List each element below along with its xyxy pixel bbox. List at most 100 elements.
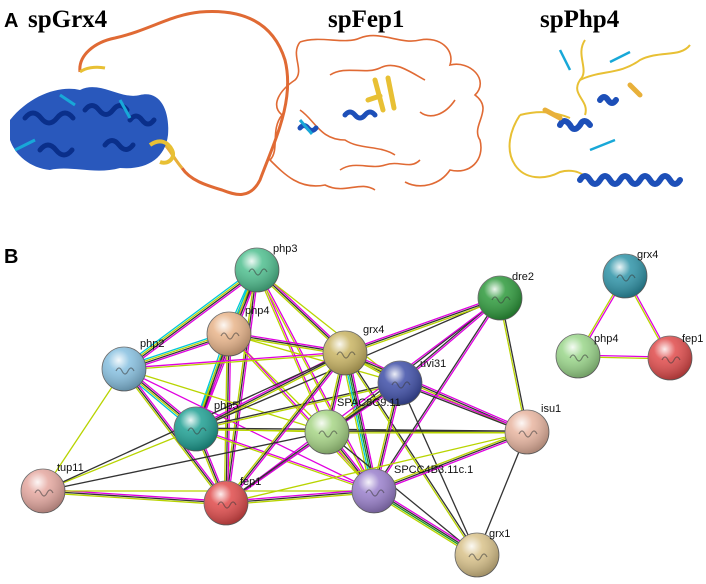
node-shine	[505, 410, 549, 454]
edge-php3-fep1	[225, 269, 258, 504]
node-structure-icon	[248, 268, 268, 276]
node-structure-icon	[318, 430, 338, 438]
network-edges	[42, 267, 529, 558]
edge-uvi31-grx1	[399, 382, 478, 556]
node-php4[interactable]: php4	[206, 305, 269, 357]
node-shine	[323, 331, 367, 375]
edge-dre2-spcc4b3	[374, 298, 502, 492]
edge-php5-uvi31	[195, 381, 400, 429]
node-structure-icon	[491, 296, 511, 304]
node-tup11[interactable]: tup11	[20, 462, 84, 514]
node-structure-icon	[34, 489, 54, 497]
edge-isu1-spcc4b3	[373, 431, 528, 492]
node-structure-icon	[518, 430, 538, 438]
panel-b-letter: B	[4, 246, 18, 268]
edge-php3-spcc4b3	[257, 269, 376, 491]
node-spac8c9-11[interactable]: SPAC8C9.11	[304, 397, 401, 455]
edge-php5-grx4	[195, 352, 346, 430]
small-node-grx4[interactable]: grx4	[602, 249, 658, 299]
node-structure-icon	[220, 332, 240, 340]
node-structure-icon	[468, 553, 488, 561]
edge-isu1-spcc4b3	[373, 429, 527, 491]
node-label: tup11	[57, 462, 84, 474]
node-shine	[102, 347, 146, 391]
node-structure-icon	[616, 274, 636, 282]
edge-dre2-fep1	[225, 297, 501, 504]
node-label: isu1	[541, 403, 561, 415]
node-grx4[interactable]: grx4	[322, 324, 384, 376]
node-structure-icon	[391, 381, 411, 389]
node-structure-icon	[217, 501, 237, 509]
node-label: php3	[273, 243, 297, 255]
node-structure-icon	[187, 427, 207, 435]
edge-spac8c9-tup11	[42, 431, 328, 492]
edge-uvi31-isu1	[399, 383, 527, 434]
node-label: grx4	[363, 324, 384, 336]
small-node-fep1[interactable]: fep1	[647, 333, 703, 381]
edge-tup11-fep1	[42, 492, 226, 506]
edge-dre2-isu1	[500, 297, 529, 432]
node-label: php4	[594, 333, 618, 345]
edge-tup11-fep1	[42, 490, 227, 504]
node-spcc4b3-11c-1[interactable]: SPCC4B3.11c.1	[351, 464, 473, 514]
edge-php3-php2	[125, 271, 259, 372]
protein-structure-grx4	[10, 9, 290, 196]
node-uvi31[interactable]: uvi31	[377, 358, 446, 406]
edge-grx4-spcc4b3	[347, 352, 378, 491]
edge-fep1-spcc4b3	[225, 488, 374, 502]
small-node-php4[interactable]: php4	[555, 333, 618, 379]
node-shine	[603, 254, 647, 298]
structure-title-php4: spPhp4	[540, 6, 620, 33]
edge-dre2-spcc4b3	[372, 297, 500, 491]
node-php5[interactable]: php5	[173, 400, 238, 452]
edge-spac8c9-grx1	[326, 431, 478, 556]
edge-php2-fep1	[122, 369, 226, 505]
structure-title-grx4: spGrx4	[28, 6, 108, 33]
structure-title-fep1: spFep1	[328, 6, 404, 33]
edge-grx4-grx1	[343, 353, 477, 556]
node-label: php5	[214, 400, 238, 412]
node-shine	[352, 469, 396, 513]
edge-fep1-spcc4b3	[225, 490, 375, 504]
node-shine	[378, 361, 422, 405]
node-label: php2	[140, 338, 164, 350]
edge-php3-fep1	[223, 269, 256, 503]
node-label: dre2	[512, 271, 534, 283]
node-label: SPCC4B3.11c.1	[394, 464, 473, 476]
edge-grx4-spcc4b3	[344, 352, 375, 492]
edge-php3-php2	[124, 270, 258, 371]
edge-grx4-spcc4b3	[342, 353, 373, 492]
protein-structure-fep1	[268, 34, 484, 191]
node-structure-icon	[336, 351, 356, 359]
node-dre2[interactable]: dre2	[477, 271, 534, 321]
panel-a-letter: A	[4, 10, 18, 32]
node-shine	[174, 407, 218, 451]
edge-grx4-dre2	[345, 298, 501, 356]
node-shine	[455, 533, 499, 577]
edge-php4-uvi31	[228, 333, 401, 384]
edge-grx4-dre2	[344, 297, 501, 354]
edge-fep1-spcc4b3	[226, 492, 375, 506]
node-grx1[interactable]: grx1	[454, 528, 510, 578]
edge-grx4-fep1	[226, 353, 347, 505]
edge-php2-grx4	[123, 351, 345, 369]
node-isu1[interactable]: isu1	[504, 403, 561, 455]
node-shine	[478, 276, 522, 320]
edge-php3-php2	[123, 268, 257, 369]
node-shine	[204, 481, 248, 525]
node-shine	[648, 336, 692, 380]
small-network-nodes: grx4 php4 fep1	[555, 249, 703, 381]
edge-php3-fep1	[227, 270, 260, 504]
edge-php3-php2	[122, 267, 256, 368]
edge-grx4-fep1	[224, 351, 345, 503]
node-structure-icon	[365, 489, 385, 497]
node-fep1[interactable]: fep1	[203, 476, 261, 526]
node-label: grx4	[637, 249, 658, 261]
node-php3[interactable]: php3	[234, 243, 297, 293]
edge-php5-tup11	[42, 428, 197, 492]
node-php2[interactable]: php2	[101, 338, 164, 392]
edge-grx4-spcc4b3	[341, 353, 372, 492]
protein-structure-php4	[508, 39, 691, 187]
edge-grx4-grx1	[345, 352, 479, 555]
